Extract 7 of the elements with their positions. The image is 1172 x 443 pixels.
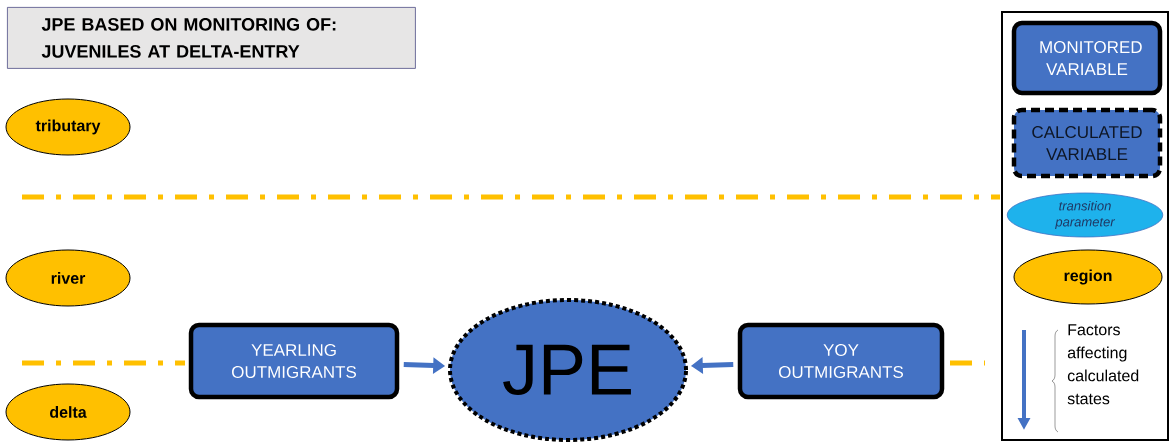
- calculated-variable-box: CALCULATED VARIABLE: [1011, 107, 1163, 179]
- monitored-variable-box: YOY OUTMIGRANTS: [737, 322, 945, 400]
- legend-panel: [1001, 11, 1169, 441]
- legend-text: Factors affecting calculated states: [1067, 324, 1139, 405]
- title-box: JPE BASED ON MONITORING OF: JUVENILES AT DELTA-ENTRY: [7, 7, 416, 69]
- monitored-variable-box: YEARLING OUTMIGRANTS: [188, 322, 400, 400]
- monitored-variable-box: MONITORED VARIABLE: [1011, 20, 1163, 96]
